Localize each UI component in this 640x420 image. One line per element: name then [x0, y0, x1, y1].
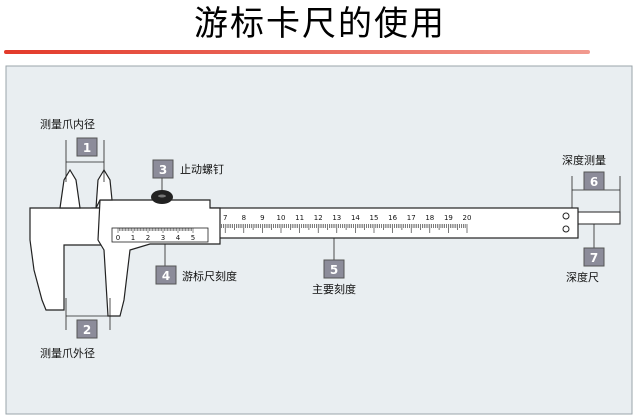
main-scale-number: 8	[242, 214, 246, 222]
callout-label: 主要刻度	[312, 282, 356, 296]
callout-label: 测量爪外径	[40, 347, 95, 360]
callout-badge	[583, 171, 605, 191]
main-scale-number: 12	[314, 214, 323, 222]
callout-label: 深度尺	[566, 270, 599, 284]
diagram-panel: 01234567891011121314151617181920 012345 …	[0, 62, 640, 420]
vernier-scale-number: 4	[176, 234, 181, 242]
callout-label: 止动螺钉	[180, 163, 224, 176]
vernier-scale-number: 2	[146, 234, 150, 242]
callout-3: 3 止动螺钉	[152, 159, 224, 179]
vernier-scale-number: 3	[161, 234, 165, 242]
page-title: 游标卡尺的使用	[194, 4, 446, 44]
callout-4: 4 游标尺刻度	[155, 265, 237, 285]
callout-1: 1 测量爪内径	[40, 117, 98, 157]
callout-number: 4	[162, 269, 170, 283]
vernier-scale-ticks: 0 1 2 3 4 5	[116, 228, 195, 242]
callout-label: 游标尺刻度	[182, 269, 237, 283]
main-scale-number: 16	[388, 214, 397, 222]
main-scale-number: 15	[370, 214, 379, 222]
vernier-scale-number: 0	[116, 234, 120, 242]
callout-badge	[152, 159, 174, 179]
main-scale-number: 7	[223, 214, 227, 222]
callout-number: 7	[590, 251, 598, 265]
callout-badge	[155, 265, 177, 285]
beam-rivet-top	[562, 212, 570, 220]
main-scale-number: 19	[444, 214, 453, 222]
title-underline	[4, 50, 590, 54]
callout-number: 3	[159, 163, 167, 177]
beam-rivet-bottom	[562, 225, 570, 233]
callout-7: 7 深度尺	[566, 247, 605, 284]
callout-number: 5	[330, 263, 338, 277]
callout-label: 测量爪内径	[40, 117, 95, 131]
callout-5: 5 主要刻度	[312, 259, 356, 296]
callout-badge	[76, 319, 98, 339]
callout-2: 2 测量爪外径	[40, 319, 98, 360]
callout-number: 1	[83, 141, 91, 155]
main-scale-number: 14	[351, 214, 360, 222]
vernier-scale-number: 1	[131, 234, 135, 242]
main-scale-number: 17	[407, 214, 416, 222]
main-scale-number: 20	[463, 214, 472, 222]
sliding-inner-jaw	[95, 168, 113, 209]
callout-number: 2	[83, 323, 91, 337]
vernier-scale-number: 5	[191, 234, 195, 242]
callout-badge	[323, 259, 345, 279]
main-scale-number: 11	[295, 214, 304, 222]
lock-screw-slot	[158, 194, 166, 198]
main-scale-number: 18	[425, 214, 434, 222]
callout-badge	[583, 247, 605, 267]
callout-6: 6 深度测量	[562, 153, 606, 191]
callout-number: 6	[590, 175, 598, 189]
callout-badge	[76, 137, 98, 157]
callout-label: 深度测量	[562, 153, 606, 167]
caliper-diagram: 01234567891011121314151617181920 012345 …	[5, 65, 633, 415]
main-scale-number: 10	[277, 214, 286, 222]
main-scale-number: 13	[332, 214, 341, 222]
fixed-inner-jaw	[59, 168, 81, 209]
main-scale-number: 9	[260, 214, 264, 222]
